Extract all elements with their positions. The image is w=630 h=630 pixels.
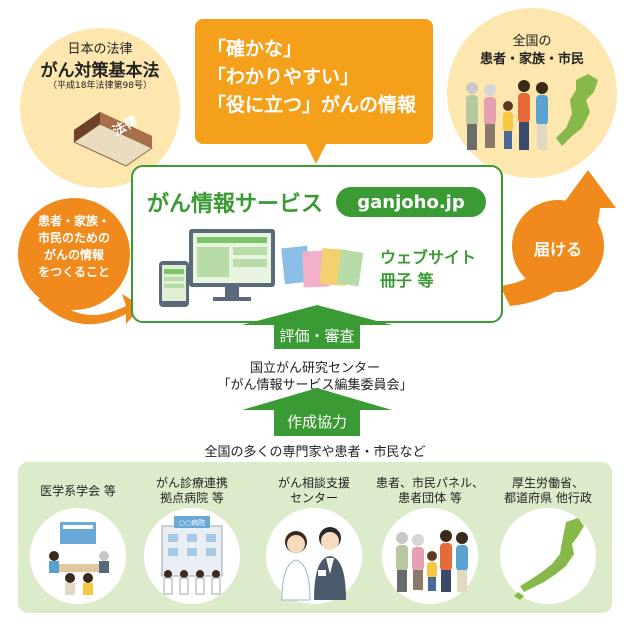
collab-2-label-1: がん診療連携 <box>155 476 228 490</box>
collab-5-label-2: 都道府県 他行政 <box>504 491 592 505</box>
family-and-japan-map-icon <box>466 74 598 150</box>
cooperation-caption: 全国の多くの専門家や患者・市民など <box>204 445 426 460</box>
cooperation-label: 作成協力 <box>286 413 347 431</box>
service-title: がん情報サービス <box>147 192 324 217</box>
review-label: 評価・審査 <box>279 327 355 345</box>
cooperation-up-arrow-icon <box>242 388 392 436</box>
people-caption-2: 患者・家族・市民 <box>479 52 584 67</box>
collab-1-label-1: 医学系学会 等 <box>40 484 116 498</box>
law-number: （平成18年法律第98号） <box>48 81 152 91</box>
collab-4-label-1: 患者、市民パネル、 <box>375 476 484 490</box>
bubble-line-3: 「役に立つ」がんの情報 <box>207 94 417 116</box>
law-name: がん対策基本法 <box>40 61 160 81</box>
create-info-circle <box>18 198 130 310</box>
people-figures <box>466 80 548 150</box>
media-website: ウェブサイト <box>380 248 477 267</box>
org-committee: 「がん情報サービス編集委員会」 <box>217 378 413 393</box>
left-curved-arrow-icon <box>38 290 142 325</box>
bubble-tail <box>304 140 328 164</box>
conference-icon <box>49 522 109 595</box>
media-booklets: 冊子 等 <box>380 271 434 290</box>
create-info-line-2: 市民のための <box>37 231 110 245</box>
people-caption-1: 全国の <box>512 34 552 49</box>
collab-3-label-1: がん相談支援 <box>277 476 350 490</box>
collab-3-label-2: センター <box>289 491 338 505</box>
collab-4-label-2: 患者団体 等 <box>398 491 462 505</box>
create-info-line-3: がんの情報 <box>43 248 104 262</box>
message-bubble <box>195 19 433 144</box>
family-group-icon <box>396 530 468 592</box>
deliver-circle <box>512 200 604 292</box>
create-info-line-4: をつくること <box>38 265 110 279</box>
hospital-icon: ○○病院 <box>161 516 223 595</box>
collab-2-label-2: 拠点病院 等 <box>160 491 224 505</box>
japan-map-icon <box>514 518 584 600</box>
org-name: 国立がん研究センター <box>249 361 380 376</box>
bubble-line-1: 「確かな」 <box>207 38 303 60</box>
nurse-and-staff-icon <box>281 527 346 601</box>
hospital-sign: ○○病院 <box>179 518 205 527</box>
deliver-label: 届ける <box>533 240 582 259</box>
law-circle <box>20 28 180 188</box>
law-caption: 日本の法律 <box>67 42 133 57</box>
create-info-line-1: 患者・家族・ <box>37 214 110 228</box>
devices-and-booklets-icon <box>159 229 364 307</box>
review-up-arrow-icon <box>242 305 392 349</box>
url-text[interactable]: ganjoho.jp <box>357 192 465 213</box>
right-curved-arrow-icon <box>500 170 616 306</box>
law-book-icon: 法律 <box>72 112 154 167</box>
collab-5-label-1: 厚生労働省、 <box>511 476 584 490</box>
url-badge[interactable] <box>336 187 486 217</box>
bubble-line-2: 「わかりやすい」 <box>207 66 360 88</box>
